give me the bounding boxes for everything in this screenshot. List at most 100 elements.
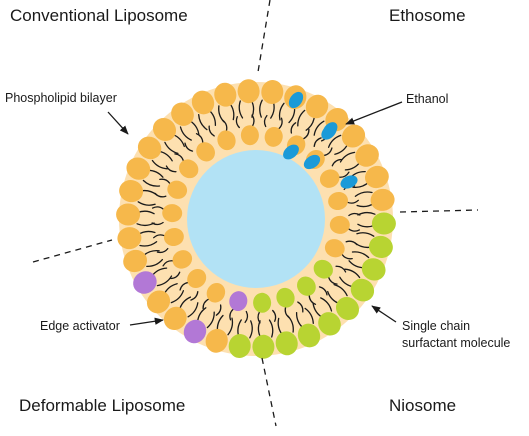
phospholipid-head <box>146 290 171 314</box>
aqueous-core <box>187 150 325 288</box>
outer-leaflet-tail <box>278 102 285 121</box>
surfactant-head <box>371 212 396 235</box>
phospholipid-head <box>305 94 329 119</box>
inner-leaflet-tail <box>278 117 283 130</box>
inner-leaflet-tail <box>290 122 297 134</box>
phospholipid-head <box>191 90 215 115</box>
surfactant-pointer <box>371 305 397 323</box>
phospholipid-head <box>196 142 215 162</box>
outer-leaflet-tail <box>151 159 168 170</box>
inner-leaflet-tail <box>263 114 268 128</box>
inner-leaflet-tail <box>318 286 328 296</box>
inner-leaflet-tail <box>348 212 361 217</box>
phospholipid-head <box>329 215 350 234</box>
surfactant-head <box>335 297 360 320</box>
divider-left <box>32 239 113 263</box>
inner-leaflet-tail <box>202 298 210 310</box>
phospholipid-head <box>137 136 162 160</box>
surfactant-head <box>253 292 272 313</box>
outer-leaflet-tail <box>339 151 356 163</box>
inner-leaflet-tail <box>338 171 350 178</box>
inner-leaflet-tail <box>251 114 255 127</box>
phospholipid-head <box>171 102 194 126</box>
phospholipid-head <box>370 188 395 211</box>
inner-leaflet-tail <box>229 308 234 321</box>
inner-leaflet-tail <box>179 281 189 291</box>
inner-leaflet-tail <box>162 260 174 267</box>
inner-leaflet-tail <box>151 221 164 226</box>
surfactant-head <box>350 278 375 302</box>
phospholipid-bilayer-pointer <box>107 111 129 135</box>
outer-leaflet-tail <box>304 307 314 324</box>
inner-leaflet-tail <box>313 137 322 148</box>
deformable-liposome-title: Deformable Liposome <box>19 396 186 415</box>
outer-leaflet-tail <box>198 114 208 131</box>
ethosome-title: Ethosome <box>389 6 466 25</box>
phospholipid-head <box>240 125 259 146</box>
outer-leaflet-tail <box>227 317 234 336</box>
surfactant-head <box>368 235 393 258</box>
phospholipid-head <box>116 203 141 226</box>
outer-leaflet-tail <box>146 258 164 268</box>
outer-leaflet-tail <box>327 134 342 148</box>
phospholipid-head <box>319 169 340 188</box>
outer-leaflet-tail <box>354 191 373 197</box>
inner-leaflet-tail <box>284 306 290 319</box>
inner-leaflet-tail <box>327 276 338 285</box>
outer-leaflet-tail <box>344 268 361 279</box>
outer-leaflet-tail <box>164 141 179 155</box>
edge-activator-head <box>133 271 157 294</box>
inner-leaflet-tail <box>341 253 353 260</box>
inner-leaflet-tail <box>345 240 358 246</box>
surfactant-label-line-2: surfactant molecule <box>402 335 511 350</box>
surfactant-label: Single chain surfactant molecule <box>402 318 510 352</box>
ethanol-molecule <box>283 144 299 160</box>
surfactant-head <box>313 259 333 279</box>
divider-right <box>399 209 479 213</box>
edge-activator-label: Edge activator <box>40 319 120 333</box>
phospholipid-head <box>163 227 184 247</box>
phospholipid-head <box>365 165 389 189</box>
inner-leaflet-tail <box>297 301 304 313</box>
inner-leaflet-tail <box>153 234 166 239</box>
phospholipid-head <box>261 80 284 104</box>
phospholipid-head <box>126 157 151 180</box>
inner-leaflet-tail <box>347 228 361 232</box>
inner-leaflet-tail <box>151 206 165 210</box>
inner-leaflet-tail <box>174 153 185 162</box>
phospholipid-head <box>205 328 228 353</box>
phospholipid-head <box>123 249 147 273</box>
inner-leaflet-tail <box>215 304 222 316</box>
inner-leaflet-tail <box>159 178 171 185</box>
phospholipid-head <box>162 204 183 223</box>
phospholipid-head <box>172 250 193 269</box>
ethanol-molecule <box>288 91 304 109</box>
inner-leaflet-tail <box>272 309 277 322</box>
outer-leaflet-tail <box>249 320 253 339</box>
phospholipid-head <box>167 180 188 199</box>
surfactant-head <box>297 276 316 296</box>
outer-leaflet-tail <box>268 319 274 338</box>
surfactant-head <box>361 258 386 281</box>
inner-leaflet-tail <box>208 125 215 137</box>
outer-leaflet-tail <box>333 283 348 297</box>
phospholipid-head <box>328 191 349 211</box>
ethanol-molecule <box>303 154 321 170</box>
outer-leaflet-tail <box>139 241 158 247</box>
phospholipid-head <box>237 79 260 104</box>
inner-leaflet-tail <box>154 192 167 198</box>
ethanol-pointer <box>345 101 403 125</box>
inner-leaflet-tail <box>235 116 240 129</box>
inner-leaflet-tail <box>244 310 249 324</box>
inner-leaflet-tail <box>346 199 359 204</box>
conventional-liposome-title: Conventional Liposome <box>10 6 188 25</box>
divider-top <box>257 0 271 73</box>
phospholipid-head <box>206 283 226 303</box>
phospholipid-head <box>119 180 144 203</box>
niosome-title: Niosome <box>389 396 457 415</box>
inner-leaflet-tail <box>170 271 181 280</box>
ethanol-molecule <box>322 122 338 138</box>
outer-leaflet-tail <box>156 275 173 287</box>
inner-leaflet-tail <box>308 294 317 305</box>
